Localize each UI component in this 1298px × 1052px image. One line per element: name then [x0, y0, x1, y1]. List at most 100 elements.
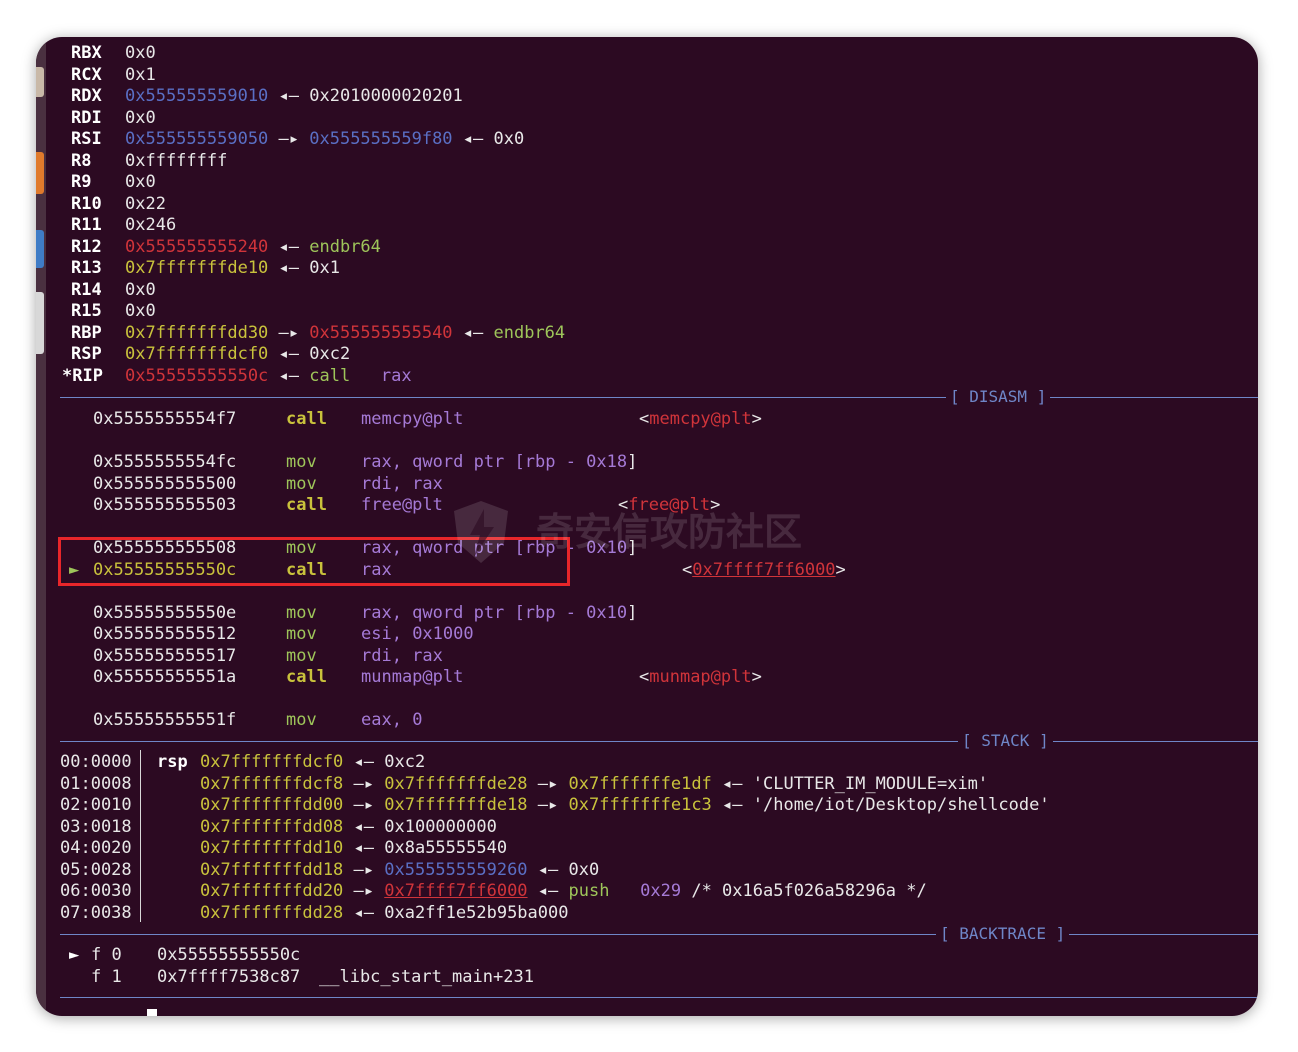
- value-token: 0x10: [586, 538, 628, 558]
- dock-app-icon[interactable]: [36, 152, 44, 194]
- dock-app-icon[interactable]: [36, 292, 44, 354]
- value-token: <: [618, 495, 629, 515]
- value-token: —▸: [527, 773, 569, 794]
- stack-value: 0x7fffffffdcf0 ◂— 0xc2: [200, 752, 425, 773]
- value-token: ]: [627, 452, 638, 472]
- value-token: 0x7fffffffdd10: [200, 838, 344, 858]
- backtrace-header: [ BACKTRACE ]: [936, 924, 1070, 944]
- value-token: 0x7fffffffde28: [384, 773, 528, 794]
- value-token: munmap@plt: [361, 667, 464, 687]
- value-token: rdi, rax: [361, 645, 443, 666]
- stack-separator: [60, 741, 1258, 742]
- instruction-address: 0x555555555500: [93, 473, 237, 494]
- terminal-cursor[interactable]: [147, 1009, 157, 1016]
- value-token: —▸: [343, 795, 385, 815]
- register-value: 0x0: [125, 280, 156, 301]
- instruction-operands: rax, qword ptr [rbp - 0x18]: [361, 452, 637, 473]
- frame-symbol: __libc_start_main+231: [319, 966, 534, 987]
- value-token: free@plt: [628, 495, 711, 515]
- value-token: ◂—: [343, 816, 385, 837]
- value-token: >: [835, 559, 846, 580]
- value-token: —▸: [268, 129, 310, 149]
- stack-value: 0x7fffffffdd00 —▸ 0x7fffffffde18 —▸ 0x7f…: [200, 795, 1050, 816]
- stack-offset: 01:0008: [60, 773, 132, 794]
- value-token: 0x2010000020201: [309, 86, 463, 106]
- value-token: push: [568, 881, 610, 901]
- instruction-opcode: call: [286, 409, 327, 429]
- register-value: 0x1: [125, 65, 156, 86]
- instruction-operands: rdi, rax: [361, 474, 443, 495]
- register-name: RCX: [71, 64, 102, 85]
- register-name: RSP: [71, 344, 102, 364]
- value-token: 0x555555555240: [125, 236, 269, 257]
- dock-app-icon[interactable]: [36, 67, 44, 97]
- register-value: 0x555555559050 —▸ 0x555555559f80 ◂— 0x0: [125, 129, 524, 150]
- register-value: 0x0: [125, 43, 156, 64]
- instruction-operands: eax, 0: [361, 710, 422, 731]
- value-token: ◂—: [343, 902, 385, 923]
- launcher-dock-edge: [36, 37, 46, 1016]
- register-name: *RIP: [62, 365, 103, 386]
- value-token: ◂—: [452, 322, 494, 343]
- value-token: 0x7fffffffe1c3: [568, 795, 712, 815]
- value-token: 0x1: [309, 258, 340, 278]
- instruction-opcode: call: [286, 495, 327, 515]
- instruction-operands: rax, qword ptr [rbp - 0x10]: [361, 603, 637, 624]
- value-token: 0x7fffffffde10: [125, 258, 269, 278]
- value-token: 0xffffffff: [125, 150, 228, 171]
- value-token: 0: [412, 710, 423, 730]
- disasm-separator: [60, 397, 1258, 398]
- value-token: —▸: [343, 773, 385, 794]
- stack-divider: [140, 750, 141, 922]
- register-row: RCX 0x1: [71, 65, 156, 86]
- instruction-address: 0x555555555503: [93, 495, 237, 515]
- instruction-address: 0x555555555512: [93, 624, 237, 644]
- value-token: 0x0: [568, 859, 600, 880]
- value-token: <: [639, 667, 650, 687]
- value-token: —▸: [343, 881, 385, 901]
- value-token: ◂—: [268, 86, 310, 106]
- register-value: 0x246: [125, 215, 176, 236]
- symbol-annotation: <free@plt>: [618, 495, 720, 516]
- value-token: —▸: [268, 322, 310, 343]
- value-token: 0x10: [586, 602, 628, 623]
- value-token: >: [751, 409, 762, 429]
- value-token: ◂—: [268, 258, 310, 278]
- register-name: RDI: [71, 107, 102, 128]
- symbol-annotation: <munmap@plt>: [639, 667, 762, 688]
- frame-address: 0x7ffff7538c87: [157, 966, 301, 987]
- instruction-opcode: call: [286, 667, 327, 687]
- value-token: call: [309, 365, 381, 386]
- value-token: 0x7fffffffdcf0: [200, 752, 344, 772]
- instruction-opcode: mov: [286, 473, 317, 494]
- instruction-address: 0x5555555554f7: [93, 409, 237, 429]
- disasm-header: [ DISASM ]: [946, 387, 1051, 407]
- dock-app-icon[interactable]: [36, 230, 44, 268]
- frame-number: f 1: [91, 966, 122, 987]
- symbol-annotation: <0x7ffff7ff6000>: [682, 560, 846, 581]
- instruction-operands: rax: [361, 560, 392, 581]
- value-token: ]: [627, 538, 638, 558]
- register-name: RDX: [71, 86, 102, 106]
- stack-value: 0x7fffffffdd20 —▸ 0x7ffff7ff6000 ◂— push…: [200, 881, 927, 902]
- register-value: 0x0: [125, 301, 156, 322]
- stack-value: 0x7fffffffdd08 ◂— 0x100000000: [200, 817, 497, 838]
- value-token: munmap@plt: [649, 667, 752, 687]
- value-token: endbr64: [493, 322, 566, 343]
- instruction-address: 0x55555555551a: [93, 667, 237, 687]
- frame-marker-icon: ►: [69, 945, 80, 965]
- value-token: —▸: [343, 859, 385, 880]
- stack-value: 0x7fffffffdd18 —▸ 0x555555559260 ◂— 0x0: [200, 860, 599, 881]
- value-token: 0x0: [125, 301, 156, 321]
- register-value: 0xffffffff: [125, 151, 227, 172]
- value-token: ◂—: [452, 129, 494, 149]
- value-token: 0x555555559260: [384, 859, 528, 880]
- value-token: 'CLUTTER_IM_MODULE=xim': [752, 773, 989, 794]
